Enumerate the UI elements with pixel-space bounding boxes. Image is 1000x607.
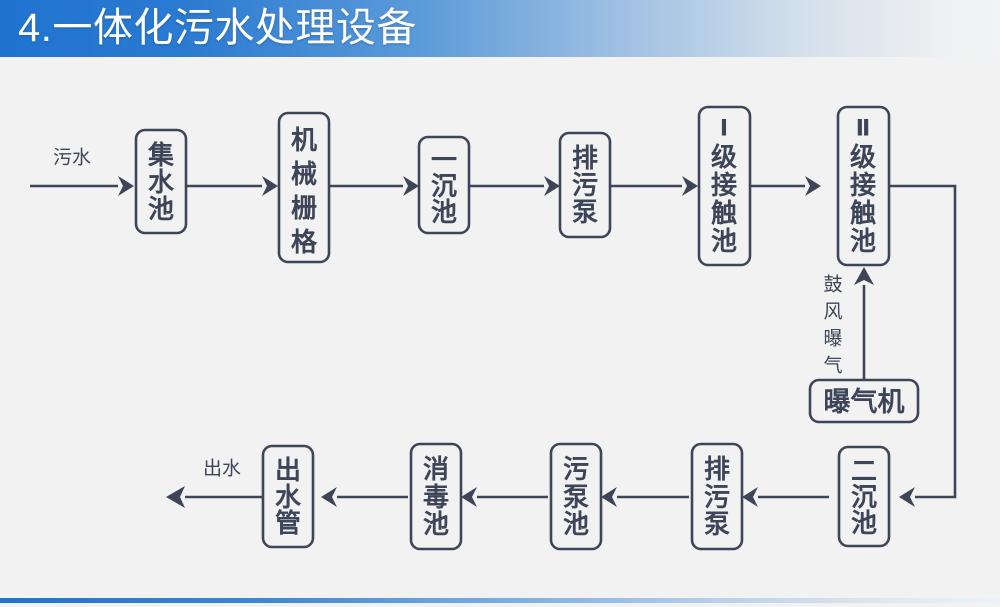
svg-text:池: 池 bbox=[563, 509, 589, 539]
node-secondary-settling-tank[interactable]: 二 沉 池 bbox=[837, 445, 891, 548]
svg-text:排: 排 bbox=[704, 454, 730, 484]
node-contact-tank-2[interactable]: Ⅱ 级 接 触 池 bbox=[836, 105, 891, 267]
svg-text:Ⅱ: Ⅱ bbox=[856, 116, 871, 141]
connector-6-7-wrap bbox=[888, 184, 957, 507]
svg-text:沉: 沉 bbox=[431, 171, 457, 201]
svg-text:栅: 栅 bbox=[291, 193, 317, 223]
svg-text:一: 一 bbox=[431, 145, 457, 175]
svg-text:集: 集 bbox=[147, 140, 175, 170]
svg-text:毒: 毒 bbox=[423, 482, 449, 512]
svg-text:鼓: 鼓 bbox=[823, 274, 842, 296]
node-disinfection-tank[interactable]: 消 毒 池 bbox=[409, 442, 463, 551]
svg-text:沉: 沉 bbox=[851, 482, 877, 512]
connector-inlet bbox=[30, 176, 134, 196]
svg-text:Ⅰ: Ⅰ bbox=[720, 116, 728, 141]
node-sludge-pump-tank[interactable]: 污 泵 池 bbox=[549, 442, 603, 551]
svg-text:污: 污 bbox=[563, 454, 589, 484]
connector-8-9 bbox=[601, 487, 689, 507]
node-mechanical-grating[interactable]: 机 械 栅 格 bbox=[277, 111, 331, 264]
node-outlet-pipe[interactable]: 出 水 管 bbox=[261, 444, 315, 549]
svg-text:消: 消 bbox=[423, 454, 449, 484]
node-sewage-pump-2[interactable]: 排 污 泵 bbox=[690, 442, 744, 551]
node-contact-tank-1[interactable]: Ⅰ 级 接 触 池 bbox=[697, 105, 752, 267]
svg-text:池: 池 bbox=[711, 226, 737, 256]
connector-outlet bbox=[166, 486, 262, 508]
inlet-label: 污水 bbox=[53, 147, 91, 169]
svg-text:池: 池 bbox=[431, 197, 457, 227]
node-aerator[interactable]: 曝气机 bbox=[808, 378, 920, 424]
svg-text:水: 水 bbox=[275, 482, 302, 512]
svg-text:池: 池 bbox=[148, 194, 174, 224]
node-sewage-pump-1[interactable]: 排 污 泵 bbox=[558, 131, 612, 239]
node-collection-tank[interactable]: 集 水 池 bbox=[134, 128, 188, 235]
connector-aerator bbox=[854, 267, 874, 380]
svg-text:曝: 曝 bbox=[823, 329, 842, 350]
connector-3-4 bbox=[469, 176, 560, 196]
connector-4-5 bbox=[610, 176, 698, 196]
svg-text:二: 二 bbox=[851, 456, 877, 486]
connector-7-8 bbox=[742, 487, 829, 507]
svg-text:曝气机: 曝气机 bbox=[824, 387, 905, 417]
process-flow-diagram: 污水 bbox=[0, 57, 1000, 598]
node-primary-settling-tank[interactable]: 一 沉 池 bbox=[417, 135, 471, 235]
svg-text:机: 机 bbox=[291, 125, 317, 155]
svg-text:池: 池 bbox=[850, 226, 876, 256]
header-bar: 4.一体化污水处理设备 bbox=[0, 0, 1000, 57]
svg-text:格: 格 bbox=[291, 227, 318, 257]
svg-text:触: 触 bbox=[711, 198, 737, 228]
svg-text:泵: 泵 bbox=[704, 509, 730, 539]
connector-1-2 bbox=[186, 176, 278, 196]
svg-text:排: 排 bbox=[572, 143, 598, 173]
connector-5-6 bbox=[750, 176, 821, 196]
svg-text:泵: 泵 bbox=[563, 482, 589, 512]
svg-text:级: 级 bbox=[850, 142, 876, 172]
svg-text:污: 污 bbox=[704, 482, 730, 512]
connector-9-10 bbox=[461, 487, 548, 507]
svg-text:泵: 泵 bbox=[572, 197, 598, 227]
svg-text:触: 触 bbox=[850, 198, 876, 228]
svg-text:级: 级 bbox=[711, 142, 737, 172]
page-title: 4.一体化污水处理设备 bbox=[18, 6, 417, 50]
svg-text:械: 械 bbox=[291, 159, 317, 189]
svg-text:风: 风 bbox=[823, 302, 842, 323]
svg-text:水: 水 bbox=[148, 167, 175, 197]
aeration-label: 鼓 风 曝 气 bbox=[823, 274, 842, 377]
svg-text:接: 接 bbox=[711, 170, 737, 200]
svg-text:出: 出 bbox=[275, 455, 301, 485]
flowchart-svg: 污水 bbox=[30, 105, 957, 551]
connector-10-11 bbox=[321, 487, 408, 507]
svg-text:池: 池 bbox=[423, 509, 449, 539]
footer-accent-bar bbox=[0, 598, 1000, 603]
svg-text:气: 气 bbox=[823, 355, 842, 377]
svg-text:池: 池 bbox=[851, 508, 877, 538]
svg-text:污: 污 bbox=[572, 170, 598, 200]
svg-text:接: 接 bbox=[850, 170, 876, 200]
svg-text:管: 管 bbox=[275, 508, 301, 538]
outlet-label: 出水 bbox=[203, 458, 241, 480]
connector-2-3 bbox=[329, 176, 419, 196]
